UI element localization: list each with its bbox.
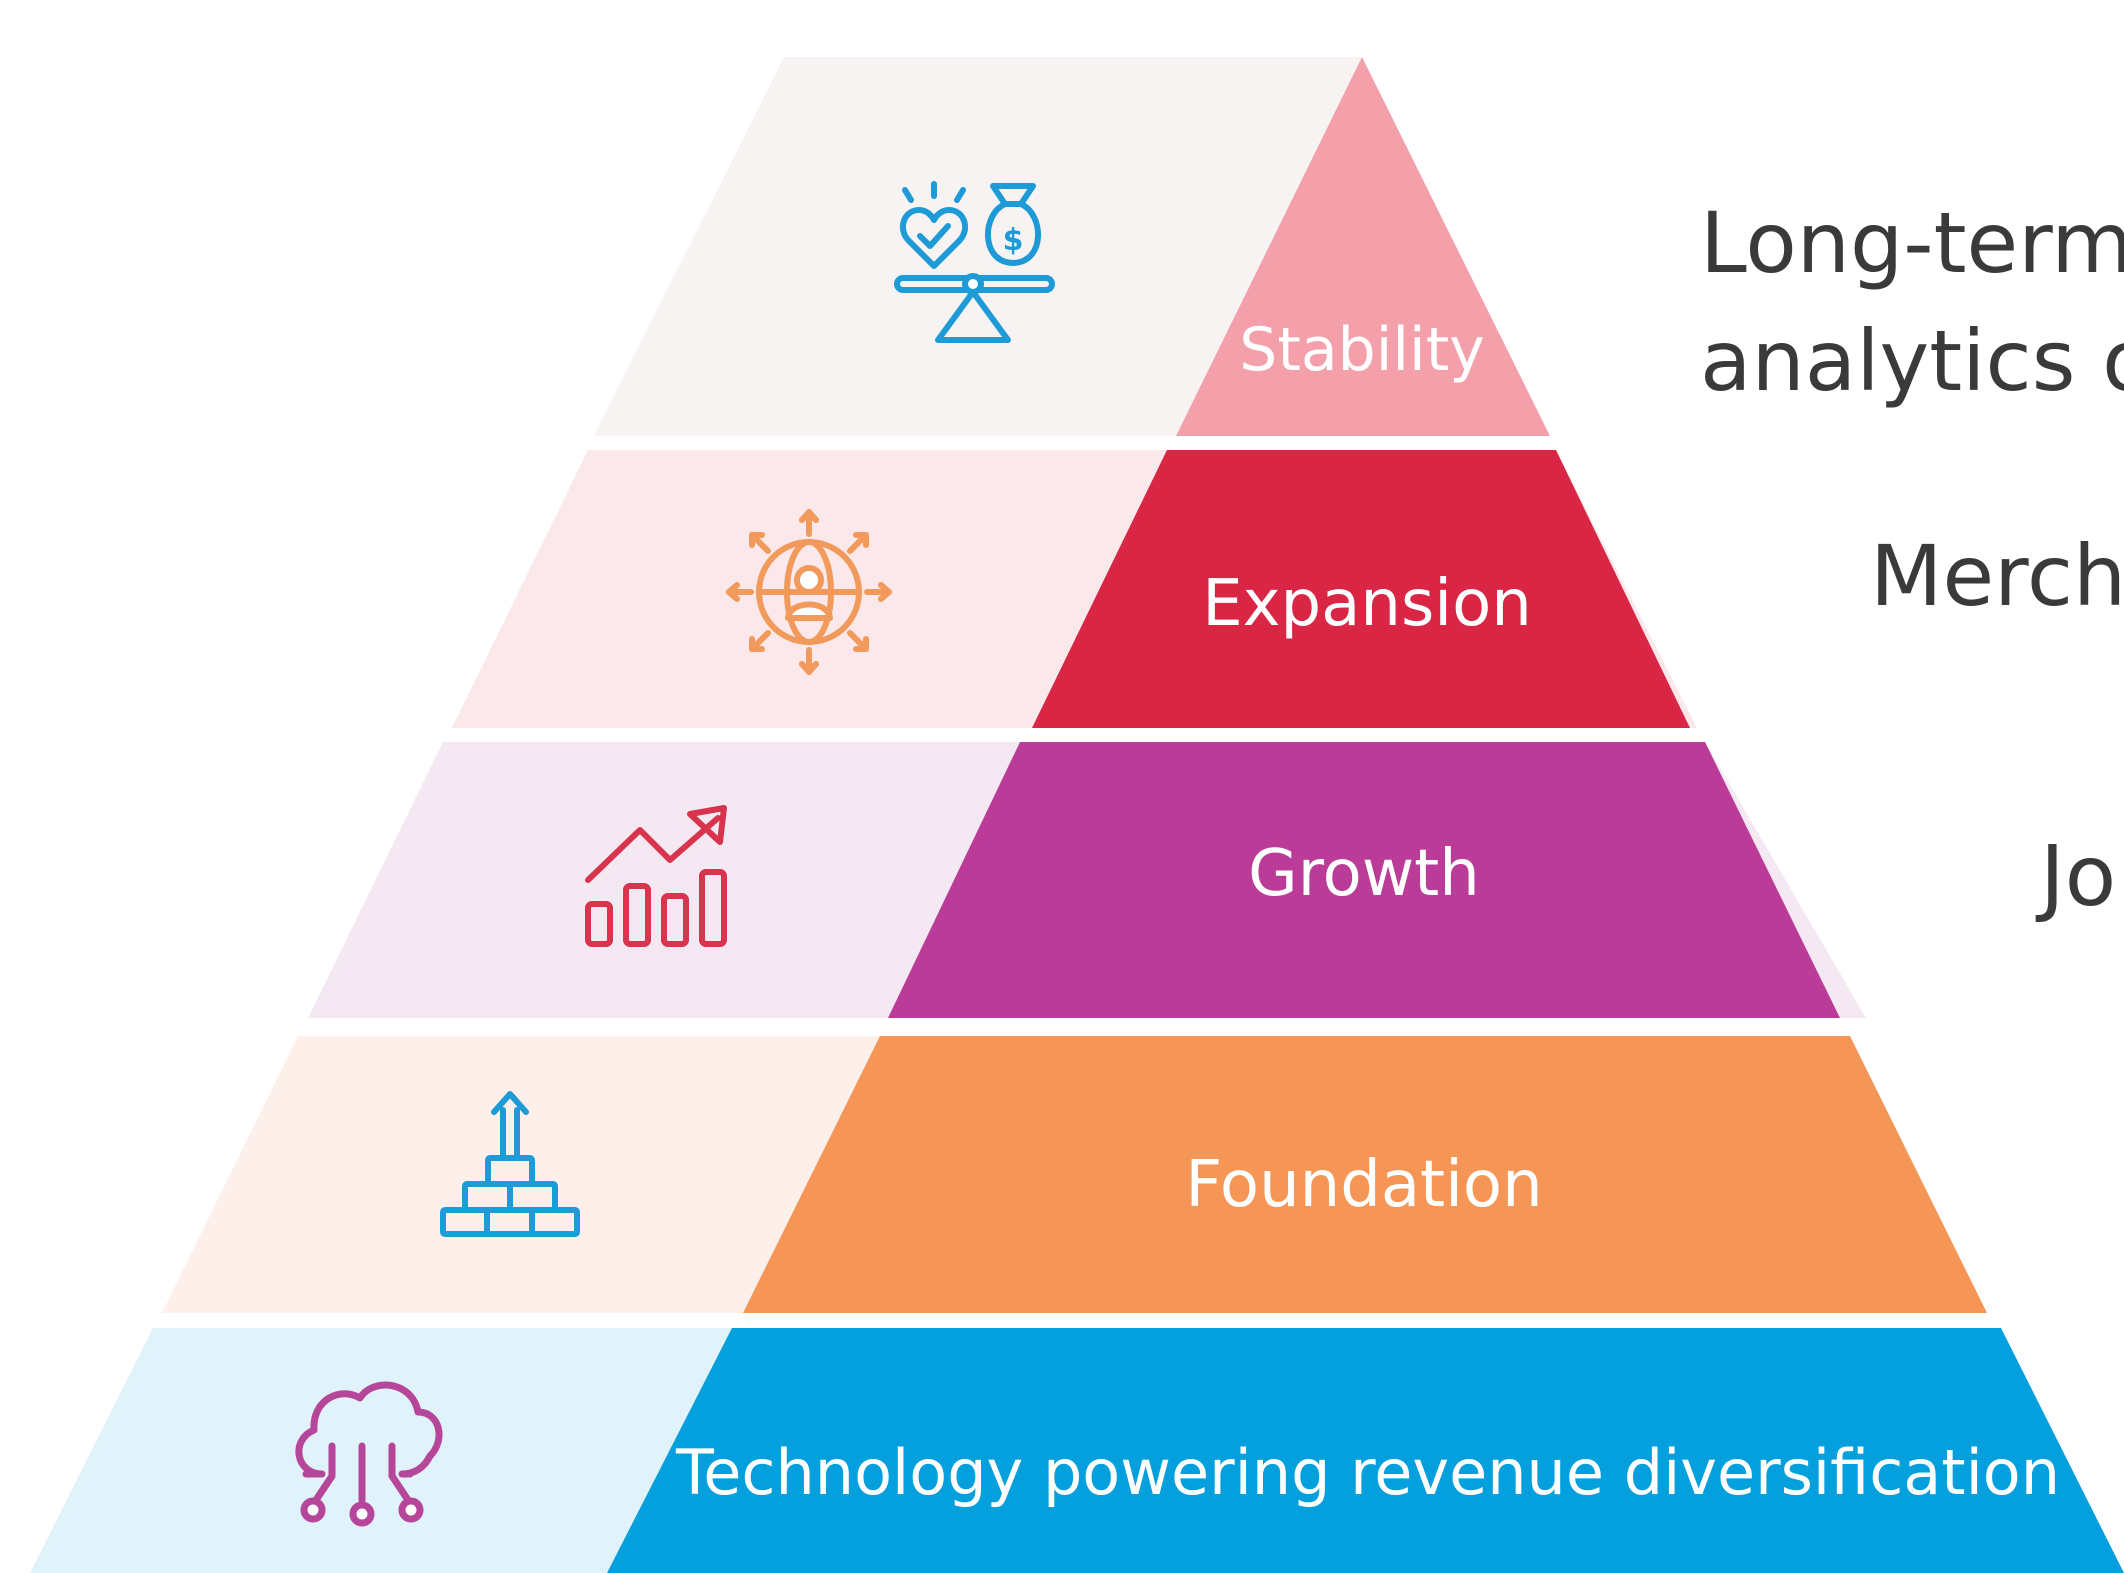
tier-growth-label: Growth: [1248, 837, 1480, 911]
tier-foundation-label: Foundation: [1185, 1148, 1542, 1222]
tier-growth-segment: [888, 742, 1840, 1018]
balance-scale-heart-money-icon: $: [894, 181, 1055, 343]
svg-text:Jo: Jo: [2035, 827, 2116, 925]
tier-stability-label: Stability: [1239, 315, 1485, 385]
tier-technology: Technology powering revenue diversificat…: [30, 1328, 2124, 1573]
global-user-network-icon: [726, 509, 892, 675]
svg-text:Merch: Merch: [1870, 527, 2124, 625]
tier-stability: Stability $ Long-term analytics o: [594, 57, 2124, 436]
side-text-growth: Jo: [2035, 827, 2116, 925]
svg-text:Long-term: Long-term: [1700, 194, 2124, 292]
tier-technology-segment: [607, 1328, 2124, 1573]
tier-technology-label: Technology powering revenue diversificat…: [675, 1436, 2060, 1509]
tier-foundation-segment: [743, 1036, 1987, 1313]
cloud-network-icon: [295, 1381, 443, 1527]
tier-expansion: Expansion Merch: [452, 450, 2124, 728]
side-text-stability: Long-term analytics o: [1700, 194, 2124, 410]
brick-stack-arrow-icon: [440, 1091, 580, 1237]
tier-expansion-label: Expansion: [1202, 567, 1532, 641]
svg-text:analytics o: analytics o: [1700, 312, 2124, 410]
growth-chart-icon: [585, 805, 727, 947]
svg-text:$: $: [1003, 223, 1024, 258]
tier-stability-segment: [1176, 57, 1550, 436]
tier-foundation: Foundation: [162, 1036, 1987, 1313]
tier-growth: Growth Jo: [308, 742, 2116, 1018]
tier-expansion-segment: [1032, 450, 1690, 728]
side-text-expansion: Merch: [1870, 527, 2124, 625]
